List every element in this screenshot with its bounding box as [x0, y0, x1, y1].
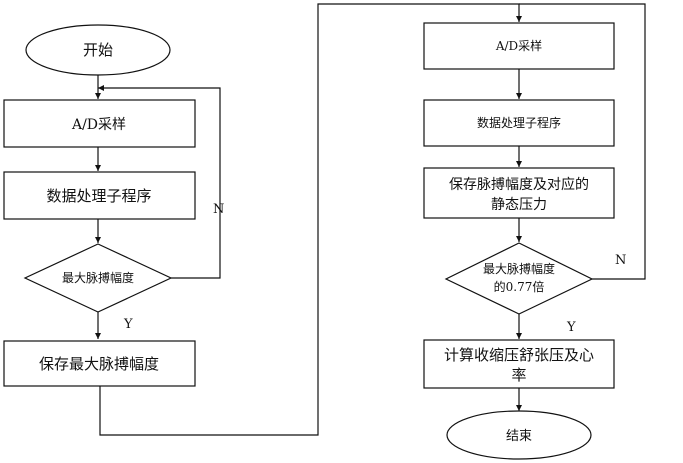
right-sample-label: A/D采样	[495, 38, 542, 53]
left-sample-label: A/D采样	[71, 117, 126, 133]
left-process-box	[3, 171, 196, 220]
right-save-label-1: 保存脉搏幅度及对应的	[449, 176, 589, 193]
edge-decision-no-loop	[98, 85, 221, 279]
right-decision-label-2: 的0.77倍	[494, 279, 545, 294]
end-label: 结束	[506, 429, 532, 444]
edge-left-to-right	[99, 3, 522, 436]
start-label: 开始	[83, 41, 113, 59]
left-sample-box	[3, 99, 196, 148]
right-compute-label-2: 率	[511, 366, 526, 384]
edge-r-decision-no-loop	[519, 3, 646, 280]
right-no-label: N	[615, 253, 626, 268]
left-save-box	[3, 340, 196, 387]
right-yes-label: Y	[566, 320, 576, 335]
right-process-box	[423, 99, 615, 147]
end-node	[446, 410, 592, 460]
right-process-label: 数据处理子程序	[477, 115, 561, 130]
right-save-label-2: 静态压力	[491, 197, 547, 213]
left-save-label: 保存最大脉搏幅度	[39, 355, 159, 373]
left-decision-label: 最大脉搏幅度	[62, 270, 134, 285]
left-no-label: N	[213, 202, 224, 217]
left-process-label: 数据处理子程序	[46, 187, 151, 205]
left-yes-label: Y	[123, 317, 133, 332]
right-compute-label-1: 计算收缩压舒张压及心	[444, 346, 594, 364]
right-decision-diamond	[444, 242, 594, 315]
right-decision-label-1: 最大脉搏幅度	[483, 261, 555, 276]
right-save-box	[423, 167, 615, 219]
